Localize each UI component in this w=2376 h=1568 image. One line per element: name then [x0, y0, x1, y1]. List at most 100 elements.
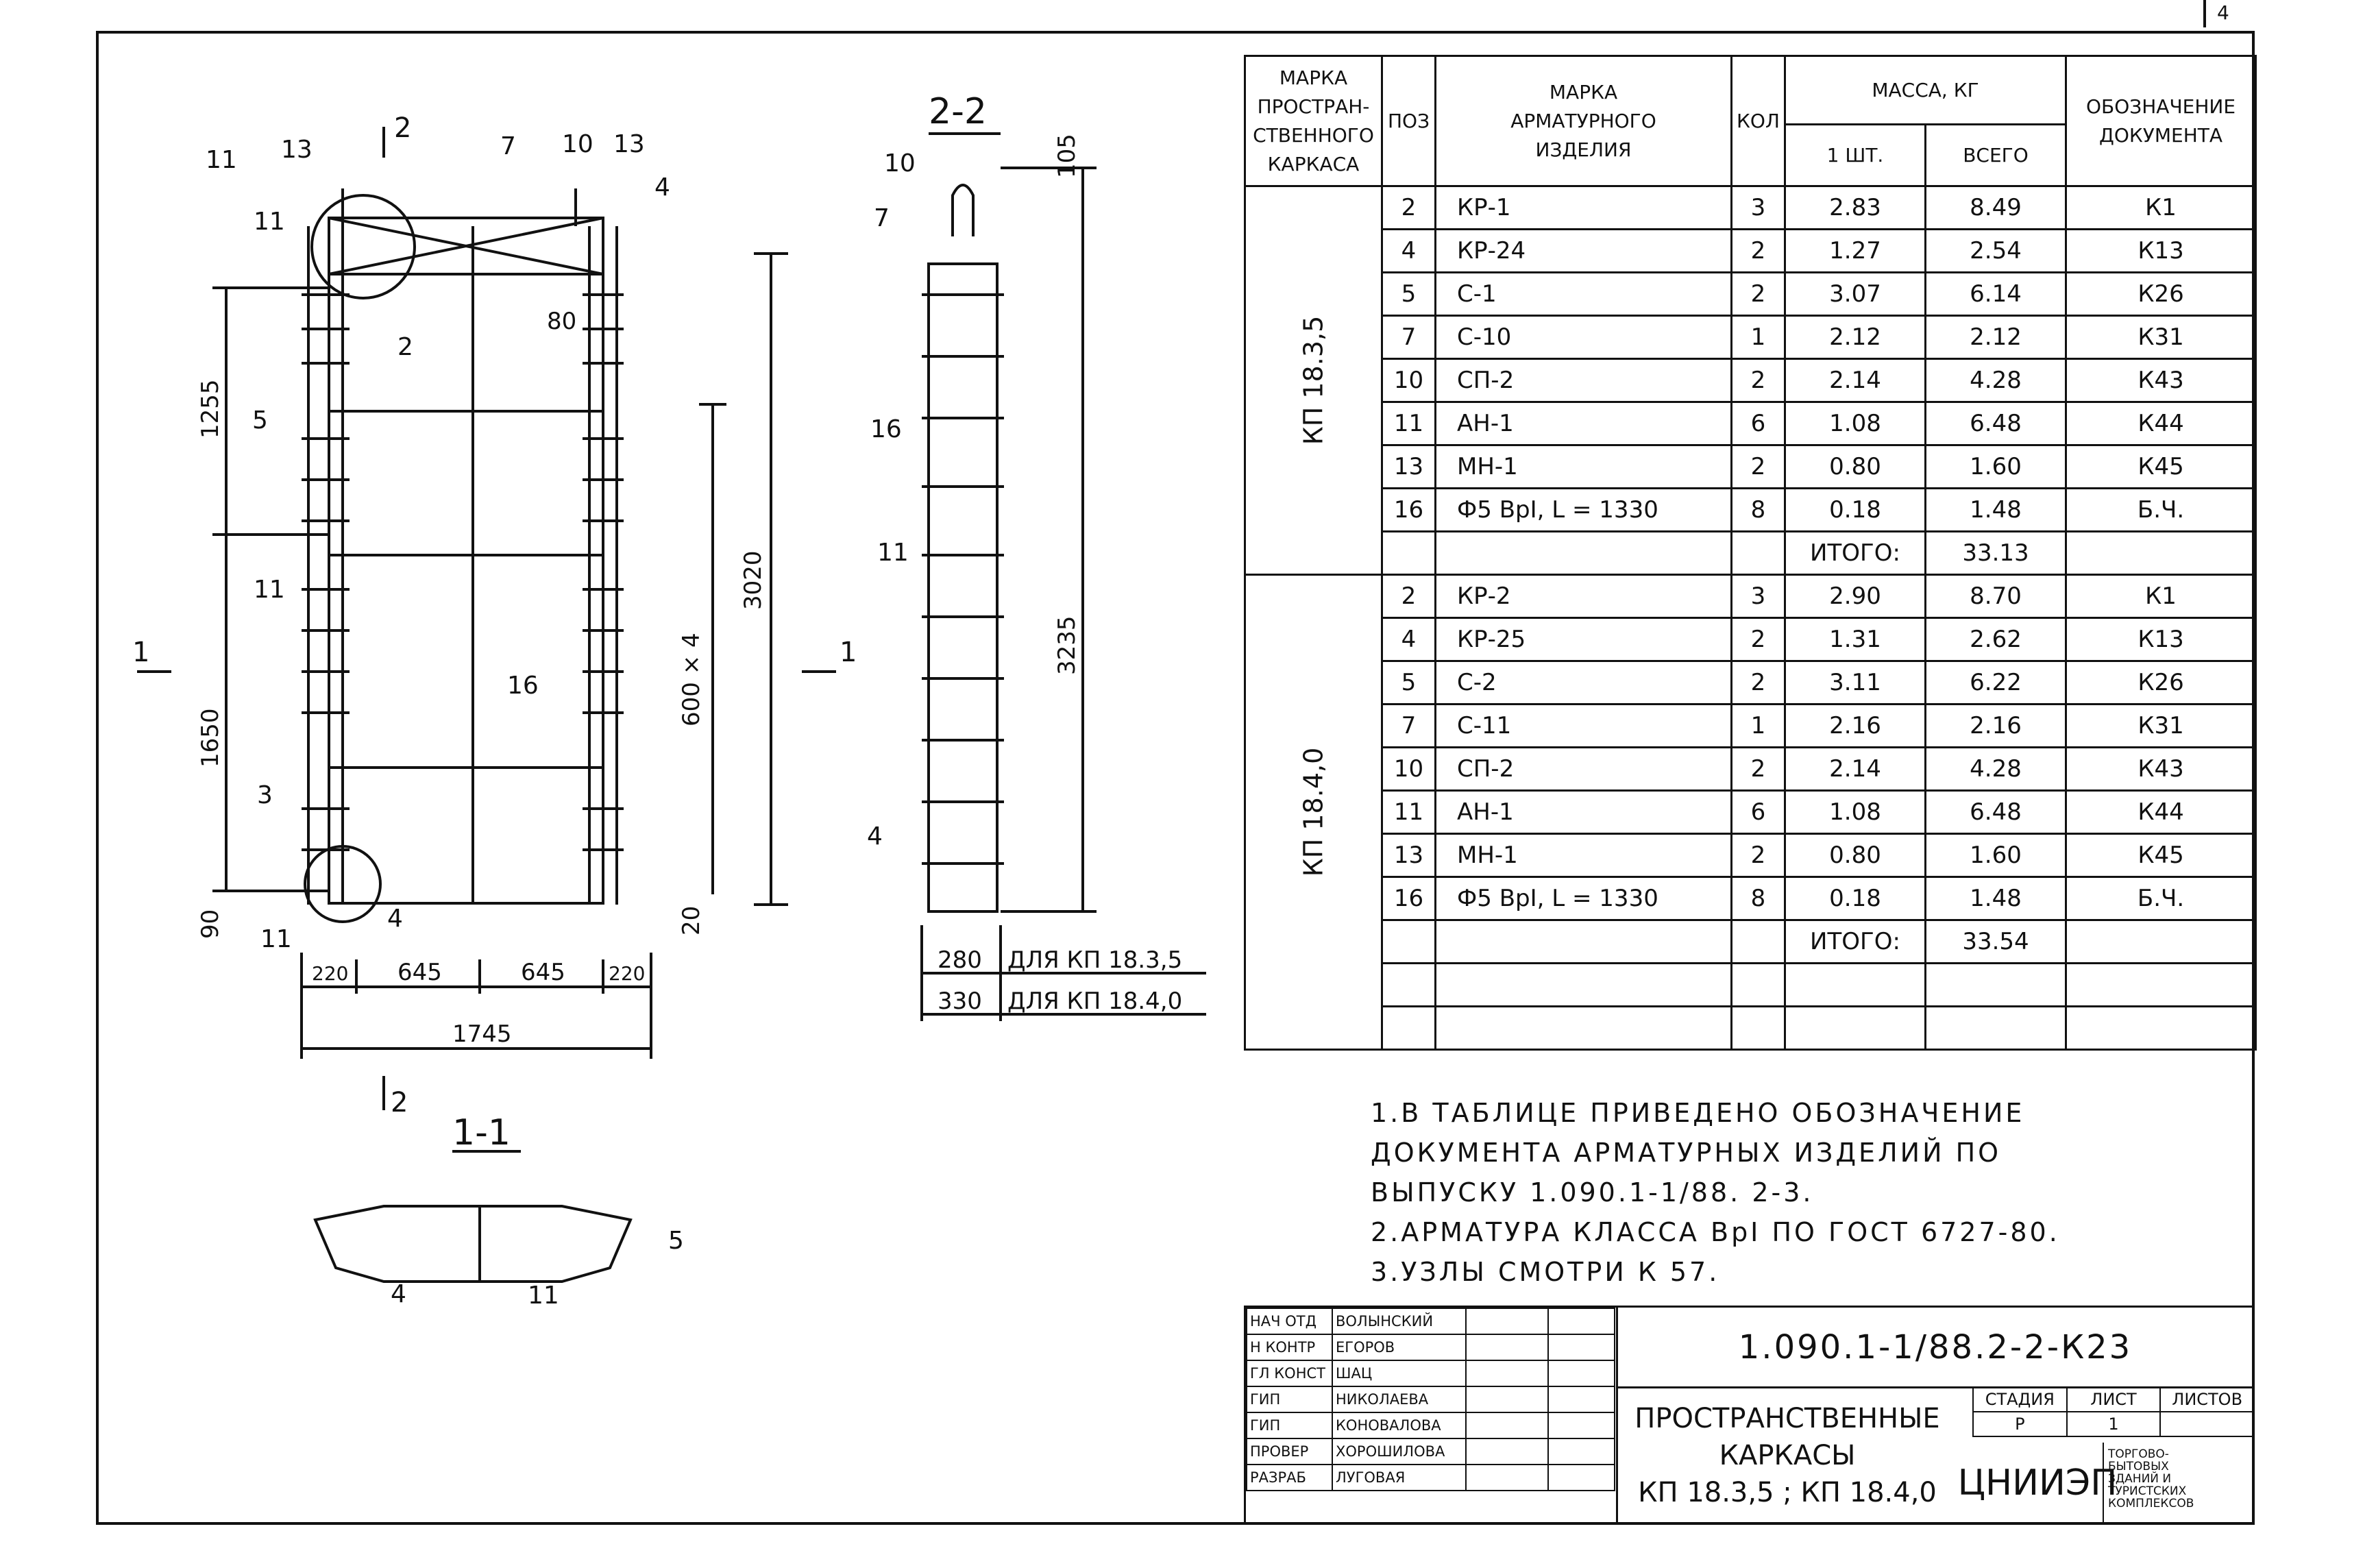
cell-total: 4.28: [1924, 358, 2068, 403]
cell-qty: 6: [1730, 789, 1786, 835]
pos-label: 7: [874, 204, 890, 232]
total-label: ИТОГО:: [1784, 530, 1926, 576]
cell-one: 1.08: [1784, 401, 1926, 446]
cell-qty: 2: [1730, 746, 1786, 792]
cell-total: 6.48: [1924, 789, 2068, 835]
cell-mark: СП-2: [1434, 358, 1732, 403]
frame-mark-cell: КП 18.4,0: [1244, 574, 1383, 1051]
section-22-outline: [927, 262, 999, 913]
cell-pos: 2: [1381, 574, 1436, 619]
section-marker-2-bottom: 2: [391, 1087, 408, 1118]
cell-total: 2.16: [1924, 703, 2068, 748]
section-marker-1-right: 1: [840, 637, 857, 668]
corner-mark: [2203, 0, 2206, 27]
note-line: 2.АРМАТУРА КЛАССА ВрI ПО ГОСТ 6727-80.: [1371, 1217, 2060, 1247]
cell-doc: К26: [2065, 271, 2257, 317]
cage-outline: [328, 217, 604, 905]
cell-pos: 13: [1381, 833, 1436, 878]
signature-mark: [1465, 1464, 1549, 1491]
pos-label: 2: [397, 333, 413, 361]
cell-mark: КР-24: [1434, 228, 1732, 273]
cell-mark: С-10: [1434, 315, 1732, 360]
document-code: 1.090.1-1/88.2-2-К23: [1616, 1308, 2255, 1388]
pos-label: 4: [391, 1280, 406, 1308]
signature-name: КОНОВАЛОВА: [1332, 1412, 1467, 1439]
cell-total: 1.60: [1924, 833, 2068, 878]
signature-name: ШАЦ: [1332, 1360, 1467, 1387]
cell-total: 6.14: [1924, 271, 2068, 317]
signature-table: НАЧ ОТД ВОЛЫНСКИЙ Н КОНТР ЕГОРОВ ГЛ КОНС…: [1246, 1308, 1615, 1491]
empty-row: [1245, 1005, 2257, 1051]
signature-role: ГИП: [1246, 1386, 1333, 1413]
cell-qty: 2: [1730, 444, 1786, 489]
cell-mark: АН-1: [1434, 401, 1732, 446]
total-row: ИТОГО: 33.13: [1245, 530, 2257, 576]
note-line: ДОКУМЕНТА АРМАТУРНЫХ ИЗДЕЛИЙ ПО: [1371, 1138, 2002, 1168]
pos-label: 3: [257, 781, 273, 809]
signature-name: ЕГОРОВ: [1332, 1334, 1467, 1361]
cell-total: 2.54: [1924, 228, 2068, 273]
cell-doc: К31: [2065, 703, 2257, 748]
notes: 1.В ТАБЛИЦЕ ПРИВЕДЕНО ОБОЗНАЧЕНИЕ ДОКУМЕ…: [1371, 1093, 2060, 1292]
cell-doc: К26: [2065, 660, 2257, 705]
cell-mark: Ф5 ВрI, L = 1330: [1434, 876, 1732, 921]
organization-name: ЦНИИЭП: [1958, 1443, 2117, 1523]
cell-doc: К45: [2065, 444, 2257, 489]
signature-row: ГЛ КОНСТ ШАЦ: [1246, 1360, 1615, 1387]
width-value-1: 280: [938, 946, 982, 974]
cell-pos: 11: [1381, 789, 1436, 835]
cell-doc: К44: [2065, 401, 2257, 446]
sheet-header: ЛИСТ: [2066, 1386, 2161, 1412]
stage-table: СТАДИЯ ЛИСТ ЛИСТОВ Р 1: [1972, 1386, 2255, 1437]
pos-label: 5: [668, 1227, 684, 1255]
cell-doc: К1: [2065, 574, 2257, 619]
pos-label: 16: [507, 672, 539, 700]
cell-mark: КР-2: [1434, 574, 1732, 619]
cell-doc: К45: [2065, 833, 2257, 878]
sheets-value: [2159, 1411, 2255, 1437]
cell-qty: 1: [1730, 315, 1786, 360]
header-pos: ПОЗ: [1381, 55, 1436, 187]
frame-mark-cell: КП 18.3,5: [1244, 185, 1383, 576]
cell-pos: 16: [1381, 487, 1436, 532]
signature-mark: [1465, 1386, 1549, 1413]
header-mass-one: 1 ШТ.: [1784, 123, 1926, 187]
cell-pos: 10: [1381, 358, 1436, 403]
empty-row: [1245, 962, 2257, 1007]
cell-pos: 5: [1381, 271, 1436, 317]
signature-mark: [1465, 1438, 1549, 1465]
cell-pos: 5: [1381, 660, 1436, 705]
cell-mark: С-1: [1434, 271, 1732, 317]
cell-one: 2.16: [1784, 703, 1926, 748]
pos-label: 10: [562, 130, 593, 158]
total-label: ИТОГО:: [1784, 919, 1926, 964]
title-block: НАЧ ОТД ВОЛЫНСКИЙ Н КОНТР ЕГОРОВ ГЛ КОНС…: [1244, 1306, 2255, 1525]
signature-mark: [1465, 1412, 1549, 1439]
cell-total: 1.48: [1924, 876, 2068, 921]
dim-105: 105: [1053, 134, 1081, 178]
signature-row: Н КОНТР ЕГОРОВ: [1246, 1334, 1615, 1361]
cell-one: 2.14: [1784, 746, 1926, 792]
dim-645-right: 645: [521, 959, 565, 986]
cell-pos: 4: [1381, 228, 1436, 273]
signature-role: НАЧ ОТД: [1246, 1308, 1333, 1335]
pos-label: 11: [254, 576, 285, 604]
signature-mark: [1465, 1360, 1549, 1387]
cell-one: 1.08: [1784, 789, 1926, 835]
cell-qty: 2: [1730, 833, 1786, 878]
cell-mark: Ф5 ВрI, L = 1330: [1434, 487, 1732, 532]
cell-doc: К13: [2065, 228, 2257, 273]
cell-mark: КР-1: [1434, 185, 1732, 230]
dim-1745: 1745: [452, 1020, 512, 1048]
cell-total: 1.60: [1924, 444, 2068, 489]
pos-label: 11: [528, 1282, 559, 1310]
